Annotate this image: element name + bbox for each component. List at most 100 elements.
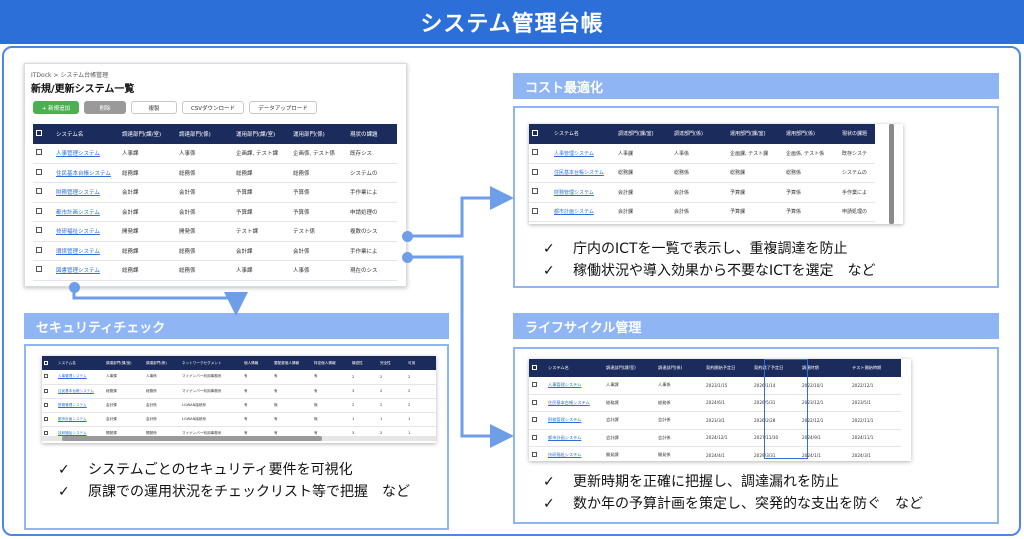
table-row[interactable]: 人事管理システム人事課人事係企画課, テスト課企画係, テスト係既存システ: [529, 143, 875, 164]
row-checkbox[interactable]: [36, 207, 42, 214]
data-upload-button[interactable]: データアップロード: [249, 101, 317, 114]
column-header[interactable]: 調達部門(課/室): [104, 356, 144, 370]
column-header[interactable]: 調達部門(係): [671, 124, 727, 144]
row-checkbox[interactable]: [36, 149, 42, 155]
csv-download-button[interactable]: CSVダウンロード: [182, 101, 244, 114]
system-name-link[interactable]: 人事管理システム: [53, 143, 119, 164]
table-row[interactable]: 技研福祉システム開発課開発係テスト課テスト係複数のシス: [33, 221, 397, 242]
column-header[interactable]: ネットワークセグメント: [180, 356, 242, 370]
system-name-link[interactable]: 財務管理システム: [545, 411, 603, 430]
row-checkbox[interactable]: [44, 402, 48, 407]
cost-scrollbar[interactable]: [889, 124, 894, 224]
row-checkbox[interactable]: [532, 168, 538, 175]
row-checkbox[interactable]: [44, 430, 48, 435]
table-row[interactable]: 都市計画システム会計課会計係予算課予算係申請処理の: [529, 202, 875, 222]
column-header[interactable]: 調達部門(課/室): [615, 124, 671, 144]
table-row[interactable]: 住民基本台帳システム総務課総務係総務課総務係システムの: [529, 163, 875, 183]
row-checkbox[interactable]: [44, 416, 48, 421]
table-row[interactable]: 人事管理システム人事課人事係企画課, テスト課企画係, テスト係既存シス: [33, 143, 397, 164]
table-row[interactable]: 財務管理システム会計課会計係予算課予算係手作業によ: [33, 182, 397, 203]
system-name-link[interactable]: 都市計画システム: [53, 202, 119, 222]
column-header[interactable]: 運用部門(課/室): [233, 124, 290, 144]
system-name-link[interactable]: 住民基本台帳システム: [545, 394, 603, 412]
system-name-link[interactable]: 住民基本台帳システム: [56, 384, 104, 399]
system-name-link[interactable]: 財務管理システム: [53, 182, 119, 203]
column-header[interactable]: 調達部門(課/室): [603, 359, 655, 377]
row-checkbox[interactable]: [36, 188, 42, 195]
system-name-link[interactable]: 財務管理システム: [551, 182, 615, 203]
system-name-link[interactable]: 人事管理システム: [551, 143, 615, 164]
column-header[interactable]: テスト開始時期: [849, 359, 901, 377]
column-header[interactable]: 個人情報: [242, 356, 272, 370]
row-checkbox[interactable]: [532, 382, 537, 387]
row-checkbox[interactable]: [532, 207, 538, 214]
column-header[interactable]: 特定個人情報: [312, 356, 350, 370]
row-checkbox[interactable]: [532, 399, 537, 405]
table-row[interactable]: 財務管理システム会計課会計係予算課予算係手作業によ: [529, 182, 875, 203]
row-checkbox[interactable]: [532, 417, 537, 423]
column-header[interactable]: 現状の課題: [347, 124, 397, 144]
column-header[interactable]: 可用: [406, 356, 436, 370]
select-all-checkbox[interactable]: [36, 129, 42, 136]
system-name-link[interactable]: 都市計画システム: [545, 429, 603, 447]
row-checkbox[interactable]: [36, 246, 42, 253]
column-header[interactable]: 契約満了予定日: [751, 359, 799, 377]
column-header[interactable]: 調達部門(係): [144, 356, 180, 370]
column-header[interactable]: 運用部門(課/室): [727, 124, 783, 144]
breadcrumb[interactable]: ITDock > システム台帳管理: [31, 72, 109, 79]
column-header[interactable]: 現状の課題: [839, 124, 875, 144]
row-checkbox[interactable]: [44, 388, 48, 393]
column-header[interactable]: システム名: [56, 356, 104, 370]
security-scrollbar[interactable]: [42, 436, 436, 441]
system-name-link[interactable]: 人事管理システム: [545, 376, 603, 395]
row-checkbox[interactable]: [532, 188, 538, 195]
row-checkbox[interactable]: [36, 168, 42, 175]
row-checkbox[interactable]: [44, 374, 48, 379]
system-name-link[interactable]: 技研福祉システム: [53, 221, 119, 242]
system-name-link[interactable]: 環境管理システム: [53, 241, 119, 261]
table-row[interactable]: 図書管理システム総務課総務係人事課人事係現在のシス: [33, 260, 397, 281]
system-name-link[interactable]: 都市計画システム: [551, 202, 615, 222]
column-header[interactable]: 調達部門(係): [176, 124, 233, 144]
select-all-checkbox[interactable]: [532, 129, 538, 136]
system-name-link[interactable]: 財務管理システム: [56, 398, 104, 413]
system-name-link[interactable]: 住民基本台帳システム: [53, 163, 119, 183]
column-header[interactable]: システム名: [53, 124, 119, 144]
system-name-link[interactable]: 技研福祉システム: [545, 446, 603, 461]
system-name-link[interactable]: 都市計画システム: [56, 412, 104, 427]
column-header[interactable]: 契約開始予定日: [703, 359, 751, 377]
system-name-link[interactable]: 住民基本台帳システム: [551, 163, 615, 183]
column-header[interactable]: 要配慮個人情報: [272, 356, 312, 370]
select-all-checkbox[interactable]: [532, 364, 537, 370]
table-row[interactable]: 環境管理システム総務課総務係会計課会計係手作業によ: [33, 241, 397, 261]
row-checkbox[interactable]: [532, 149, 538, 155]
table-row[interactable]: 都市計画システム会計課会計係予算課予算係申請処理の: [33, 202, 397, 222]
column-header[interactable]: システム名: [551, 124, 615, 144]
add-new-button[interactable]: + 新規追加: [33, 101, 79, 114]
copy-button[interactable]: 複製: [131, 101, 177, 114]
column-header[interactable]: 調達時期: [799, 359, 849, 377]
table-row[interactable]: 住民基本台帳システム総務課総務係総務課総務係システムの: [33, 163, 397, 183]
column-header[interactable]: 機密性: [350, 356, 378, 370]
row-checkbox[interactable]: [532, 452, 537, 458]
row-checkbox[interactable]: [36, 227, 42, 234]
column-header[interactable]: 完全性: [378, 356, 406, 370]
column-header[interactable]: 運用部門(係): [290, 124, 347, 144]
system-name-link[interactable]: 人事管理システム: [56, 370, 104, 385]
column-header[interactable]: 調達部門(係): [655, 359, 703, 377]
column-header[interactable]: 調達部門(課/室): [119, 124, 176, 144]
delete-button[interactable]: 削除: [84, 101, 126, 114]
row-checkbox[interactable]: [36, 266, 42, 273]
system-name-link[interactable]: 図書管理システム: [53, 260, 119, 281]
select-all-checkbox[interactable]: [44, 360, 48, 365]
column-header[interactable]: システム名: [545, 359, 603, 377]
